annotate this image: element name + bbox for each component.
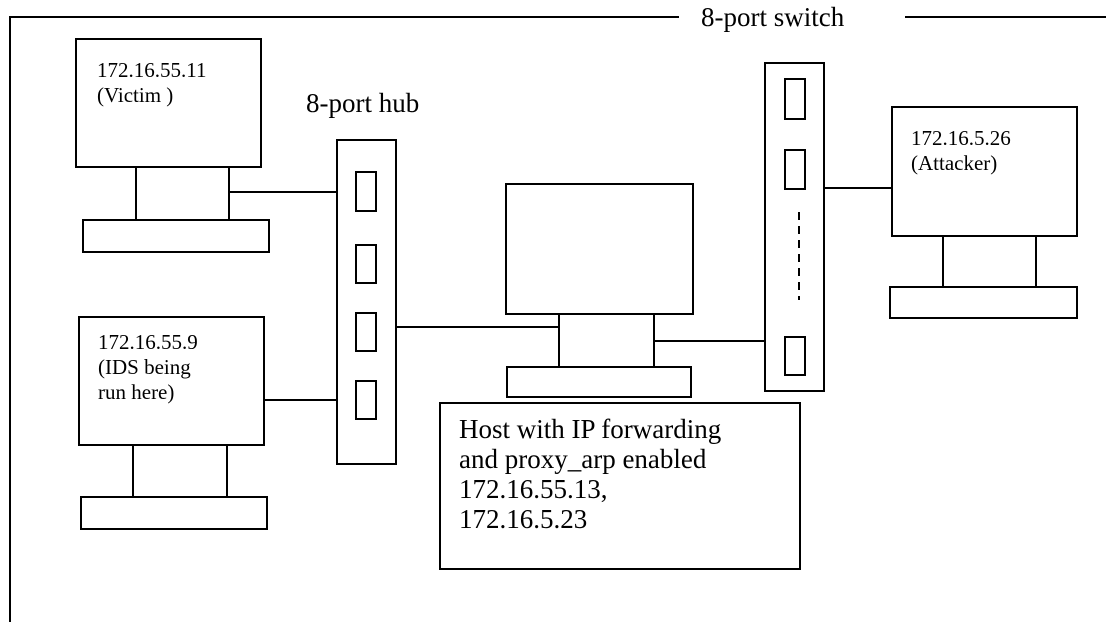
switch-port-3 — [784, 336, 806, 376]
victim-ip-label: 172.16.55.11 — [97, 58, 207, 82]
hub-port-4 — [355, 380, 377, 420]
hub-label: 8-port hub — [306, 88, 420, 118]
victim-base — [82, 219, 270, 253]
ids-role-line2: run here) — [98, 380, 175, 404]
attacker-role-label: (Attacker) — [911, 151, 998, 175]
ids-role-line1: (IDS being — [98, 355, 191, 379]
switch-port-2 — [784, 149, 806, 190]
attacker-stand — [942, 235, 1037, 288]
hub-port-3 — [355, 312, 377, 352]
proxy-host-base — [506, 366, 692, 398]
switch-boundary — [9, 16, 679, 622]
ids-base — [80, 496, 268, 530]
victim-stand — [135, 166, 230, 221]
victim-monitor — [75, 38, 262, 168]
ids-monitor — [78, 316, 265, 446]
ids-ip-label: 172.16.55.9 — [98, 330, 198, 354]
switch-label: 8-port switch — [701, 2, 845, 32]
proxy-host-line3: 172.16.55.13, — [459, 474, 608, 504]
proxy-host-line1: Host with IP forwarding — [459, 414, 722, 444]
proxy-host-annotation: Host with IP forwarding and proxy_arp en… — [439, 402, 801, 570]
victim-role-label: (Victim ) — [97, 83, 174, 107]
proxy-host-monitor — [505, 183, 694, 315]
hub-port-1 — [355, 171, 377, 212]
proxy-host-line2: and proxy_arp enabled — [459, 444, 707, 474]
attacker-base — [889, 286, 1078, 319]
attacker-ip-label: 172.16.5.26 — [911, 126, 1011, 150]
proxy-host-stand — [558, 313, 655, 368]
attacker-monitor — [891, 106, 1078, 237]
switch-port-1 — [784, 78, 806, 120]
ids-stand — [132, 444, 228, 498]
proxy-host-line4: 172.16.5.23 — [459, 504, 588, 534]
hub-port-2 — [355, 244, 377, 284]
